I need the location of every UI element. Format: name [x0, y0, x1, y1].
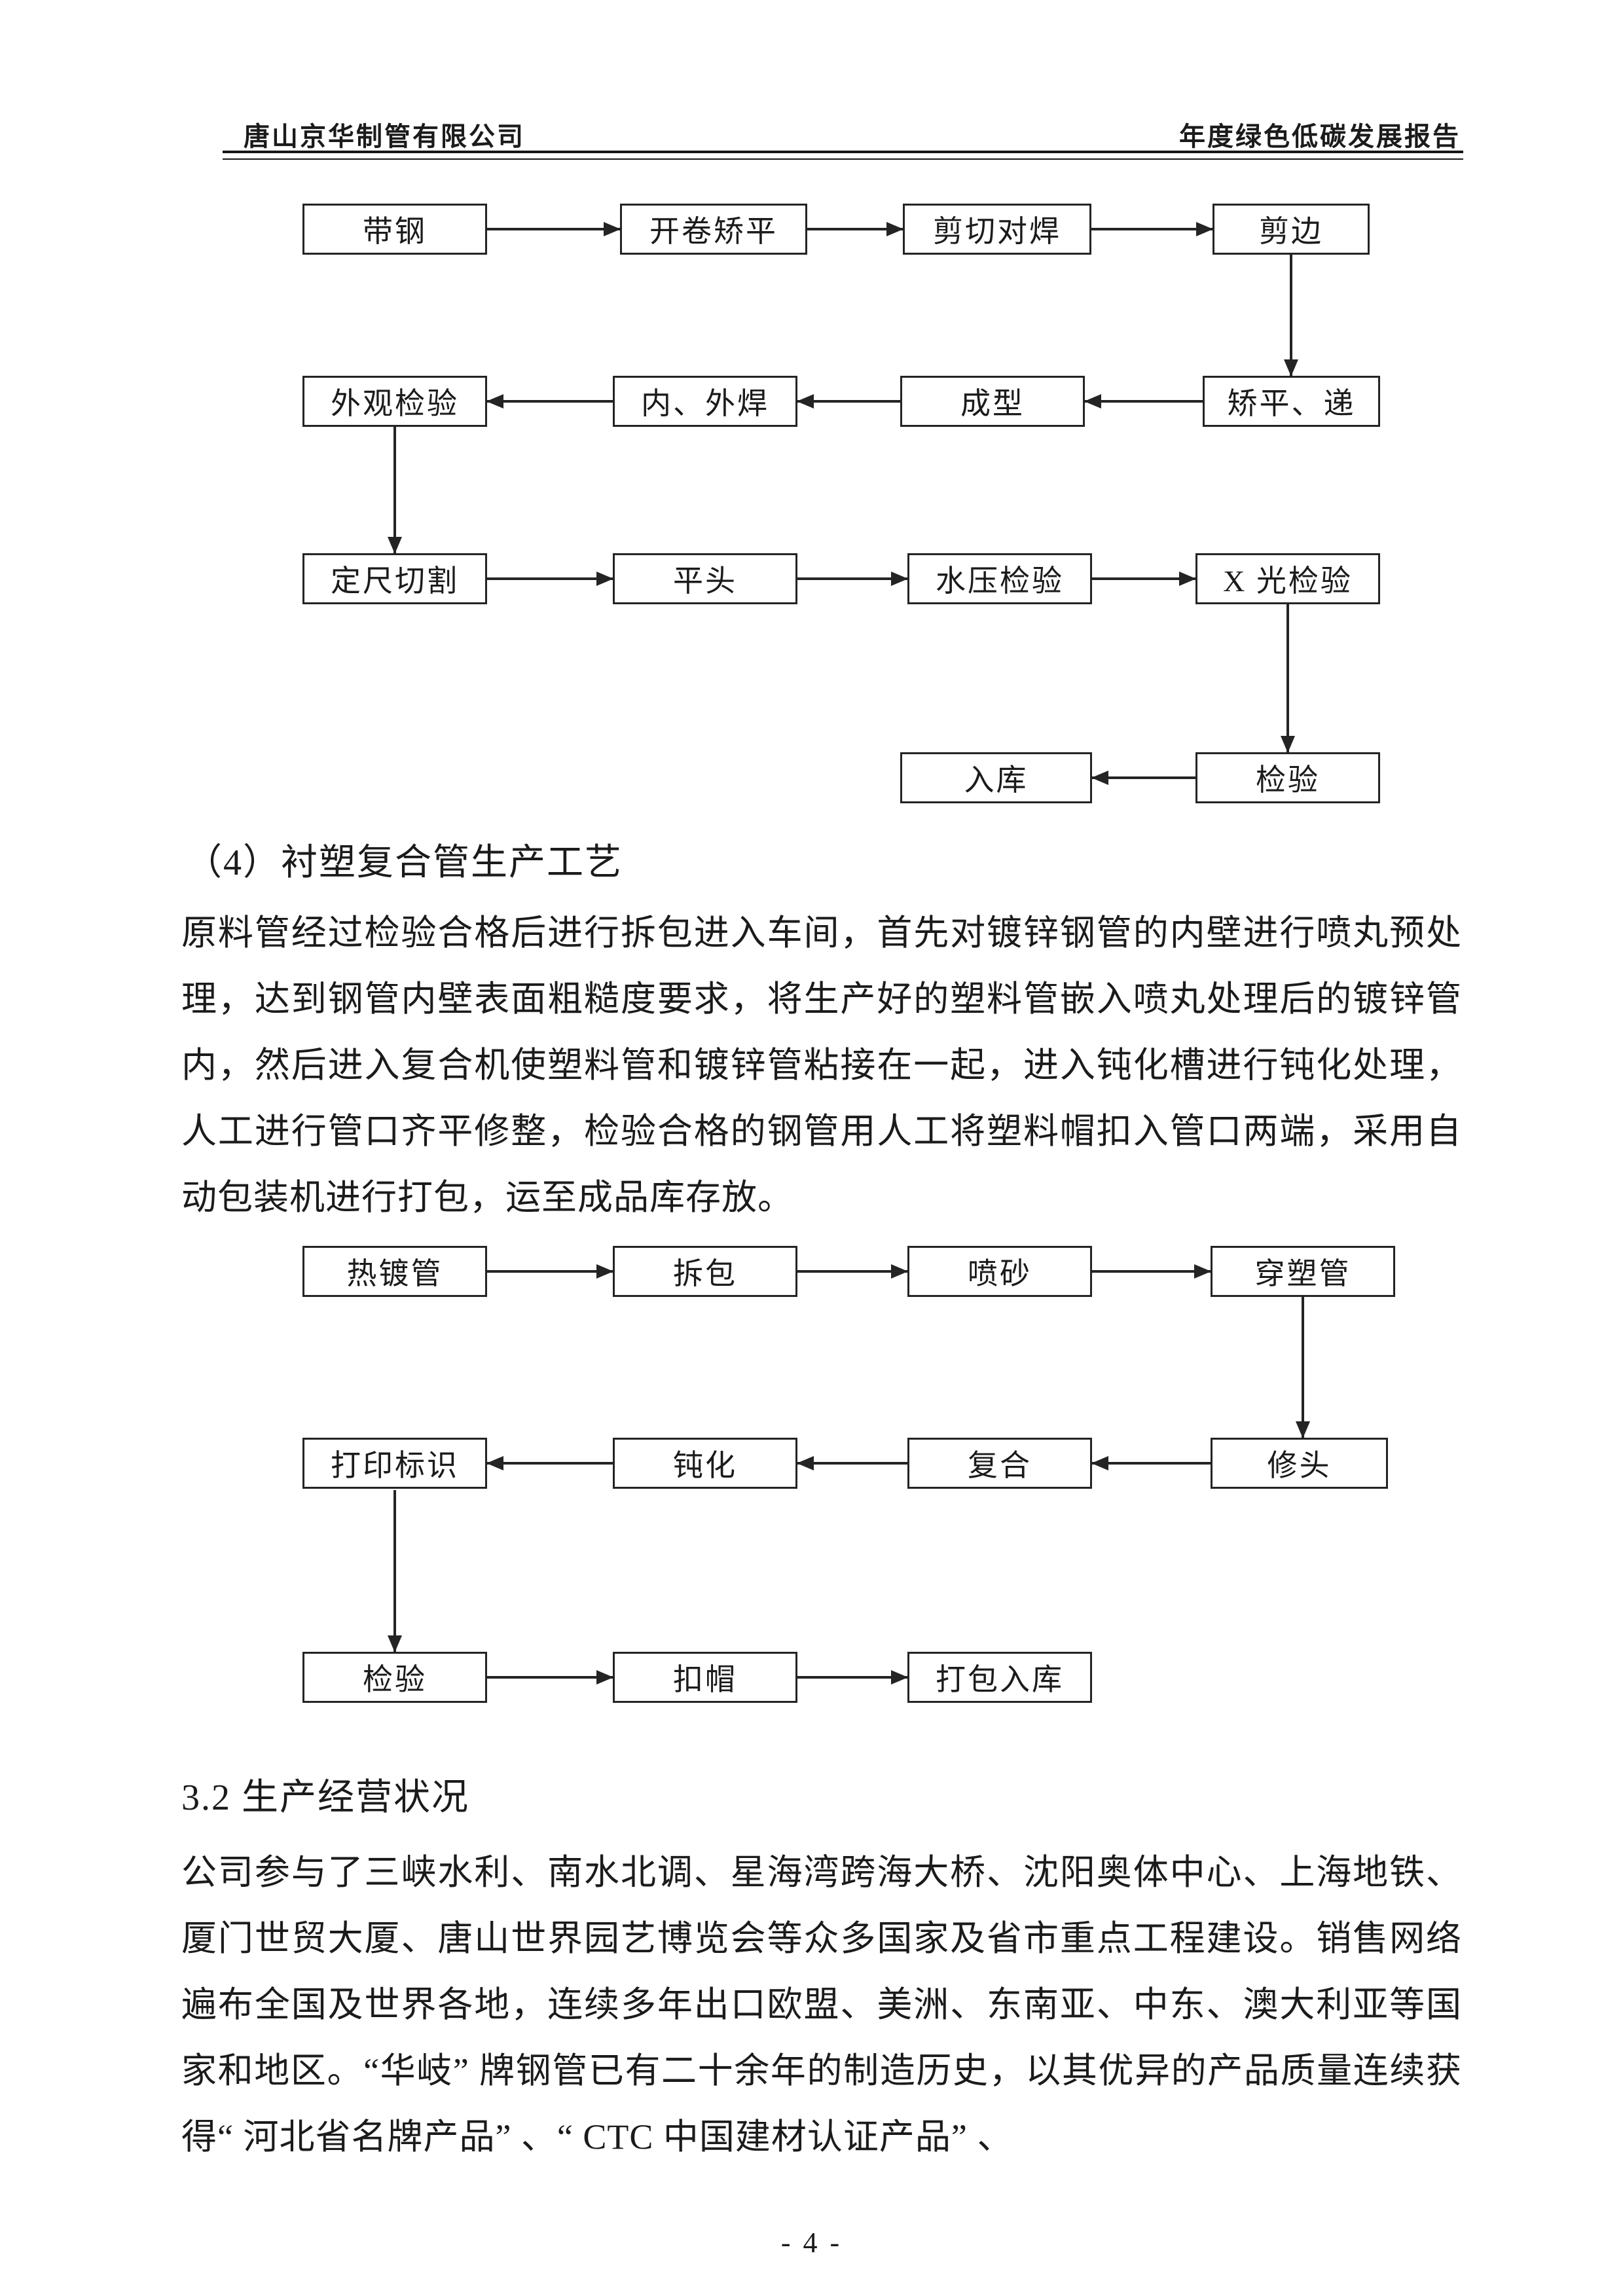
- flow-step: 拆包: [613, 1246, 797, 1297]
- paragraph-operations: 公司参与了三峡水利、南水北调、星海湾跨海大桥、沈阳奥体中心、上海地铁、 厦门世贸…: [181, 1853, 1462, 2157]
- paragraph-lined-pipe-process: 原料管经过检验合格后进行拆包进入车间，首先对镀锌钢管的内壁进行喷丸预处理，达到钢…: [181, 913, 1462, 1217]
- flow-step: 平头: [613, 553, 797, 604]
- flow-step: 剪边: [1213, 204, 1370, 255]
- arrow-right-icon: [487, 1676, 613, 1679]
- arrow-left-icon: [1085, 400, 1203, 403]
- flow-step: 热镀管: [302, 1246, 487, 1297]
- flow-step: 定尺切割: [302, 553, 487, 604]
- flow-step: 入库: [900, 752, 1092, 803]
- header-company-name: 唐山京华制管有限公司: [244, 122, 525, 151]
- arrow-right-icon: [487, 577, 613, 580]
- flow-step: 打包入库: [907, 1652, 1092, 1703]
- flow-step: 带钢: [302, 204, 487, 255]
- flow-step: 修头: [1211, 1438, 1388, 1489]
- flow-step: X 光检验: [1195, 553, 1380, 604]
- flow-step: 水压检验: [907, 553, 1092, 604]
- page-number: - 4 -: [780, 2227, 843, 2259]
- flow-step: 检验: [1195, 752, 1380, 803]
- arrow-down-icon: [1286, 604, 1289, 752]
- arrow-left-icon: [797, 400, 900, 403]
- arrow-left-icon: [797, 1462, 907, 1465]
- arrow-right-icon: [487, 228, 620, 230]
- arrow-right-icon: [807, 228, 903, 230]
- flow-step: 外观检验: [302, 376, 487, 427]
- header-rule-thin: [223, 158, 1463, 160]
- flow-step: 钝化: [613, 1438, 797, 1489]
- arrow-right-icon: [797, 577, 907, 580]
- flow-step: 喷砂: [907, 1246, 1092, 1297]
- flow-step: 内、外焊: [613, 376, 797, 427]
- arrow-right-icon: [1091, 228, 1213, 230]
- header-report-title: 年度绿色低碳发展报告: [1179, 122, 1461, 151]
- section-heading-lined-pipe-process: （4）衬塑复合管生产工艺: [185, 843, 623, 883]
- flow-step: 打印标识: [302, 1438, 487, 1489]
- flow-step: 开卷矫平: [620, 204, 807, 255]
- flow-step: 复合: [907, 1438, 1092, 1489]
- arrow-right-icon: [487, 1270, 613, 1273]
- arrow-right-icon: [1092, 577, 1195, 580]
- arrow-down-icon: [1290, 255, 1292, 376]
- arrow-left-icon: [487, 1462, 613, 1465]
- arrow-right-icon: [797, 1676, 907, 1679]
- flow-step: 扣帽: [613, 1652, 797, 1703]
- arrow-left-icon: [487, 400, 613, 403]
- flow-step: 穿塑管: [1211, 1246, 1395, 1297]
- arrow-down-icon: [393, 427, 396, 553]
- arrow-right-icon: [1092, 1270, 1211, 1273]
- section-heading-operations: 3.2 生产经营状况: [181, 1777, 469, 1818]
- flow-step: 矫平、递: [1203, 376, 1380, 427]
- header-rule-thick: [223, 151, 1463, 153]
- flow-step: 检验: [302, 1652, 487, 1703]
- arrow-down-icon: [393, 1490, 396, 1652]
- arrow-left-icon: [1092, 1462, 1211, 1465]
- flow-step: 剪切对焊: [903, 204, 1091, 255]
- arrow-down-icon: [1302, 1297, 1304, 1438]
- flow-step: 成型: [900, 376, 1085, 427]
- arrow-left-icon: [1092, 776, 1195, 779]
- arrow-right-icon: [797, 1270, 907, 1273]
